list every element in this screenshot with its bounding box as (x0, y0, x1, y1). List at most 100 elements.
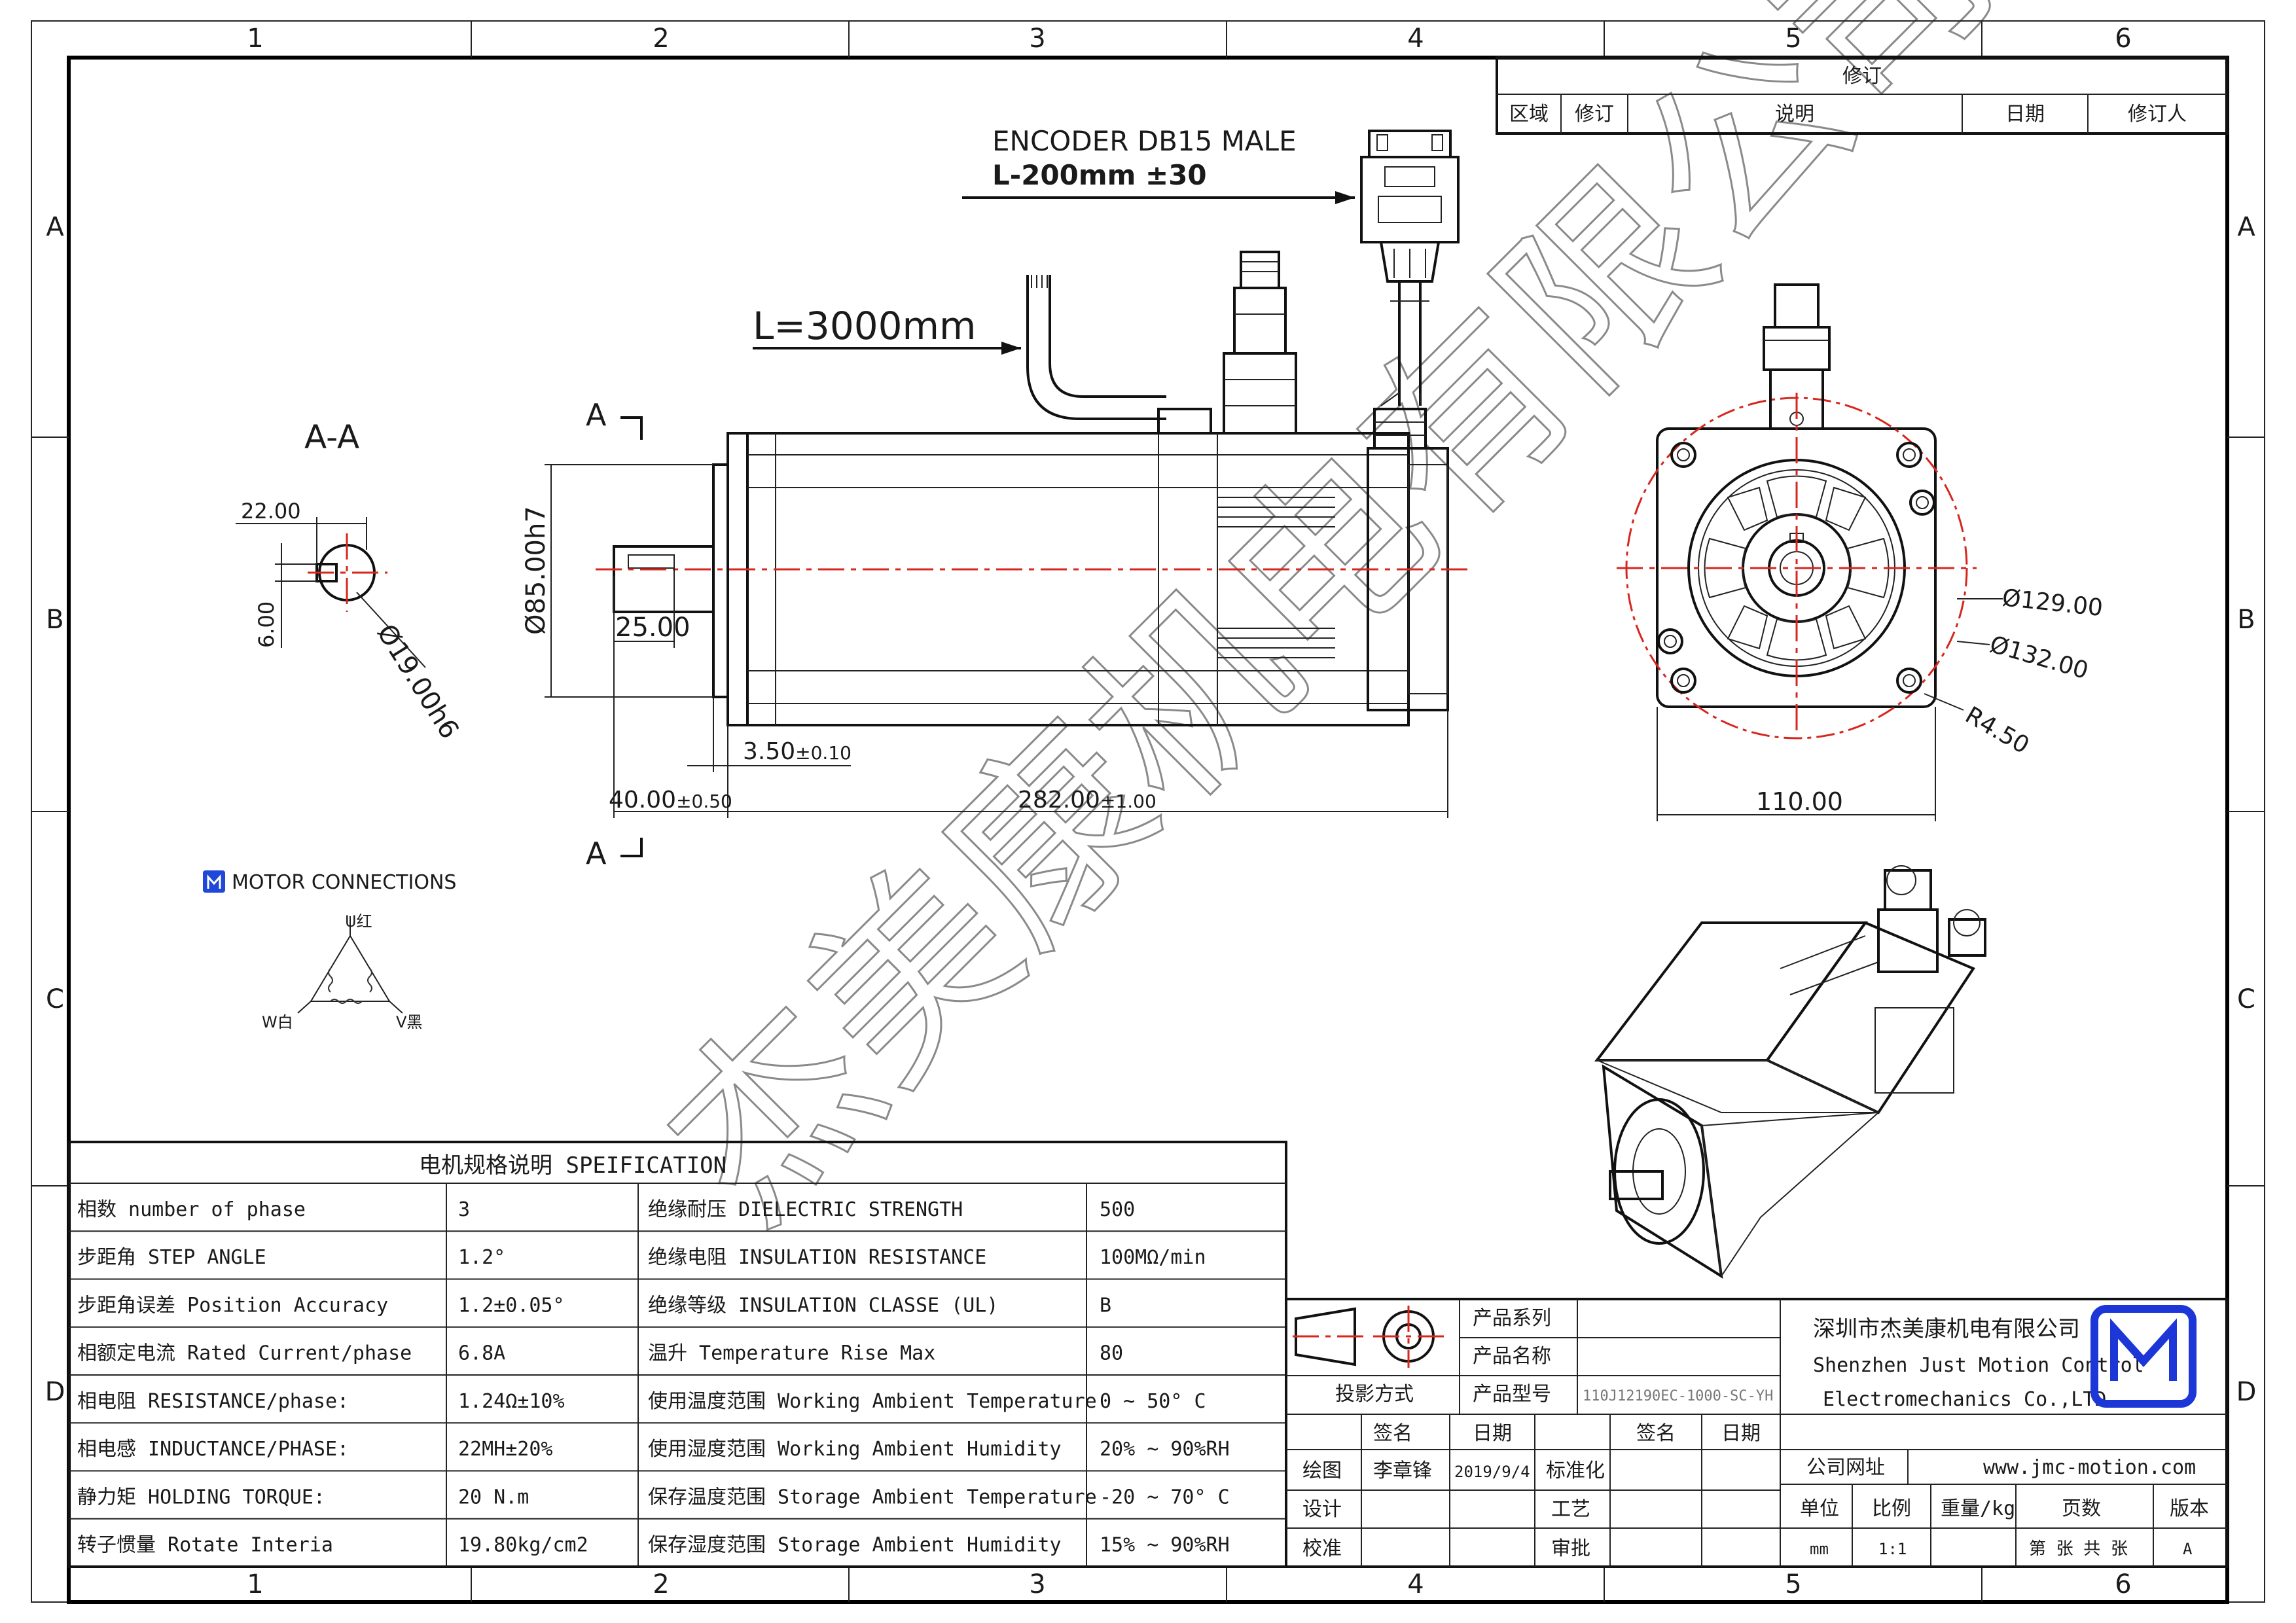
date-header: 日期 (1473, 1422, 1512, 1445)
check-label: 校准 (1302, 1537, 1342, 1560)
unit-value: mm (1810, 1540, 1829, 1558)
dim-section-width: 22.00 (241, 499, 301, 524)
scale-label: 比例 (1872, 1497, 1911, 1520)
side-view-dimensions: Ø85.00h7 25.00 3.50±0.10 40.00±0.50 282.… (521, 464, 1448, 818)
motor-side-view (596, 251, 1473, 726)
spec-cell-r6-c4: 20% ~ 90%RH (1100, 1438, 1230, 1461)
row-b-right: B (2237, 605, 2255, 635)
db15-connector (1360, 130, 1460, 283)
dim-section-dia: Ø19.00h6 (371, 619, 465, 744)
section-markers: A A (586, 397, 643, 871)
col-3-bottom: 3 (1029, 1569, 1045, 1599)
section-title: A-A (304, 418, 359, 456)
product-model-label: 产品型号 (1473, 1383, 1551, 1406)
jmc-logo (2090, 1305, 2197, 1408)
drawer-name: 李章锋 (1373, 1459, 1432, 1482)
dim-key-length: 25.00 (615, 613, 691, 643)
revision-title: 修订 (1842, 65, 1882, 88)
spec-cell-r7-c3: 保存温度范围 Storage Ambient Temperature (648, 1486, 1097, 1508)
row-c-left: C (46, 984, 64, 1014)
col-5-bottom: 5 (1785, 1569, 1801, 1599)
connection-v: V黑 (396, 1013, 422, 1031)
company-name-cn: 深圳市杰美康机电有限公司 (1813, 1316, 2080, 1342)
watermark-text: 杰美康机电有限公司 (624, 0, 2035, 1263)
encoder-length: L-200mm ±30 (992, 159, 1207, 191)
connection-w: W白 (262, 1013, 293, 1031)
power-cable: L=3000mm (753, 275, 1166, 420)
spec-cell-r8-c1: 转子惯量 Rotate Interia (77, 1534, 333, 1557)
col-5-top: 5 (1785, 24, 1801, 54)
column-numbers: 1 2 3 4 5 6 1 2 3 4 5 6 (247, 24, 2131, 1599)
company-name-en-1: Shenzhen Just Motion Control (1813, 1354, 2144, 1377)
design-label: 设计 (1302, 1498, 1342, 1521)
watermark: 杰美康机电有限公司 (623, 0, 2036, 1264)
cable-length: L=3000mm (753, 304, 977, 348)
version-value: A (2183, 1540, 2193, 1558)
spec-cell-r1-c3: 绝缘耐压 DIELECTRIC STRENGTH (648, 1198, 963, 1221)
company-name-en-2: Electromechanics Co.,LTD (1823, 1388, 2106, 1411)
spec-cell-r2-c2: 1.2° (458, 1246, 505, 1269)
sign-header: 签名 (1373, 1422, 1412, 1445)
website-value: www.jmc-motion.com (1983, 1456, 2196, 1479)
pages-value: 第 张 共 张 (2029, 1539, 2128, 1559)
spec-cell-r2-c1: 步距角 STEP ANGLE (77, 1246, 266, 1269)
col-1-top: 1 (247, 24, 263, 54)
row-c-right: C (2237, 984, 2255, 1014)
spec-cell-r8-c2: 19.80kg/cm2 (458, 1534, 588, 1557)
spec-cell-r7-c1: 静力矩 HOLDING TORQUE: (77, 1486, 325, 1508)
col-1-bottom: 1 (247, 1569, 263, 1599)
connection-u: U红 (345, 912, 372, 931)
encoder-callout: ENCODER DB15 MALE L-200mm ±30 (962, 125, 1460, 406)
draw-label: 绘图 (1302, 1459, 1342, 1482)
dim-section-key: 6.00 (254, 601, 279, 648)
section-marker-bottom: A (586, 836, 607, 871)
dim-square: 110.00 (1756, 787, 1843, 816)
col-2-top: 2 (653, 24, 669, 54)
row-a-left: A (46, 212, 64, 242)
dim-body-length: 282.00±1.00 (1018, 787, 1157, 813)
motor-connections: MOTOR CONNECTIONS U红 W白 V黑 (203, 870, 456, 1031)
connections-title: MOTOR CONNECTIONS (232, 871, 456, 894)
spec-cell-r4-c1: 相额定电流 Rated Current/phase (77, 1342, 412, 1365)
standard-label: 标准化 (1546, 1459, 1605, 1482)
col-2-bottom: 2 (653, 1569, 669, 1599)
revision-header-area: 区域 (1509, 103, 1549, 126)
row-a-right: A (2237, 212, 2255, 242)
scale-value: 1:1 (1878, 1540, 1907, 1558)
col-3-top: 3 (1029, 24, 1045, 54)
website-label: 公司网址 (1806, 1456, 1885, 1479)
approve-label: 审批 (1551, 1537, 1590, 1560)
projection-label: 投影方式 (1335, 1383, 1414, 1406)
spec-cell-r8-c3: 保存湿度范围 Storage Ambient Humidity (648, 1534, 1062, 1557)
col-6-top: 6 (2115, 24, 2131, 54)
dim-flange-thk: 3.50±0.10 (743, 738, 852, 765)
version-label: 版本 (2170, 1497, 2209, 1520)
encoder-label: ENCODER DB15 MALE (992, 125, 1297, 157)
section-marker-top: A (586, 397, 607, 433)
spec-cell-r4-c3: 温升 Temperature Rise Max (648, 1342, 935, 1365)
spec-cell-r6-c2: 22MH±20% (458, 1438, 553, 1461)
row-letters: A B C D A B C D (45, 212, 2257, 1407)
dim-pcd-1: Ø129.00 (2001, 584, 2104, 622)
row-d-right: D (2236, 1377, 2257, 1407)
spec-cell-r2-c4: 100MΩ/min (1100, 1246, 1206, 1269)
spec-cell-r6-c3: 使用湿度范围 Working Ambient Humidity (648, 1438, 1062, 1461)
weight-label: 重量/kg (1941, 1497, 2015, 1520)
spec-cell-r3-c1: 步距角误差 Position Accuracy (77, 1294, 388, 1317)
motor-isometric-view (1594, 865, 1986, 1279)
spec-cell-r5-c3: 使用温度范围 Working Ambient Temperature (648, 1390, 1097, 1413)
spec-cell-r3-c4: B (1100, 1294, 1111, 1317)
process-label: 工艺 (1551, 1498, 1590, 1521)
draw-date: 2019/9/4 (1454, 1463, 1530, 1481)
spec-cell-r5-c1: 相电阻 RESISTANCE/phase: (77, 1390, 349, 1413)
revision-header-desc: 说明 (1775, 103, 1814, 126)
product-series-label: 产品系列 (1473, 1307, 1551, 1330)
section-a-a: A-A 22.00 6.00 Ø19.00h6 (236, 418, 465, 744)
spec-cell-r1-c1: 相数 number of phase (77, 1198, 306, 1221)
spec-cell-r7-c2: 20 N.m (458, 1486, 529, 1508)
date-header-2: 日期 (1721, 1422, 1761, 1445)
col-6-bottom: 6 (2115, 1569, 2131, 1599)
product-name-label: 产品名称 (1473, 1345, 1551, 1368)
